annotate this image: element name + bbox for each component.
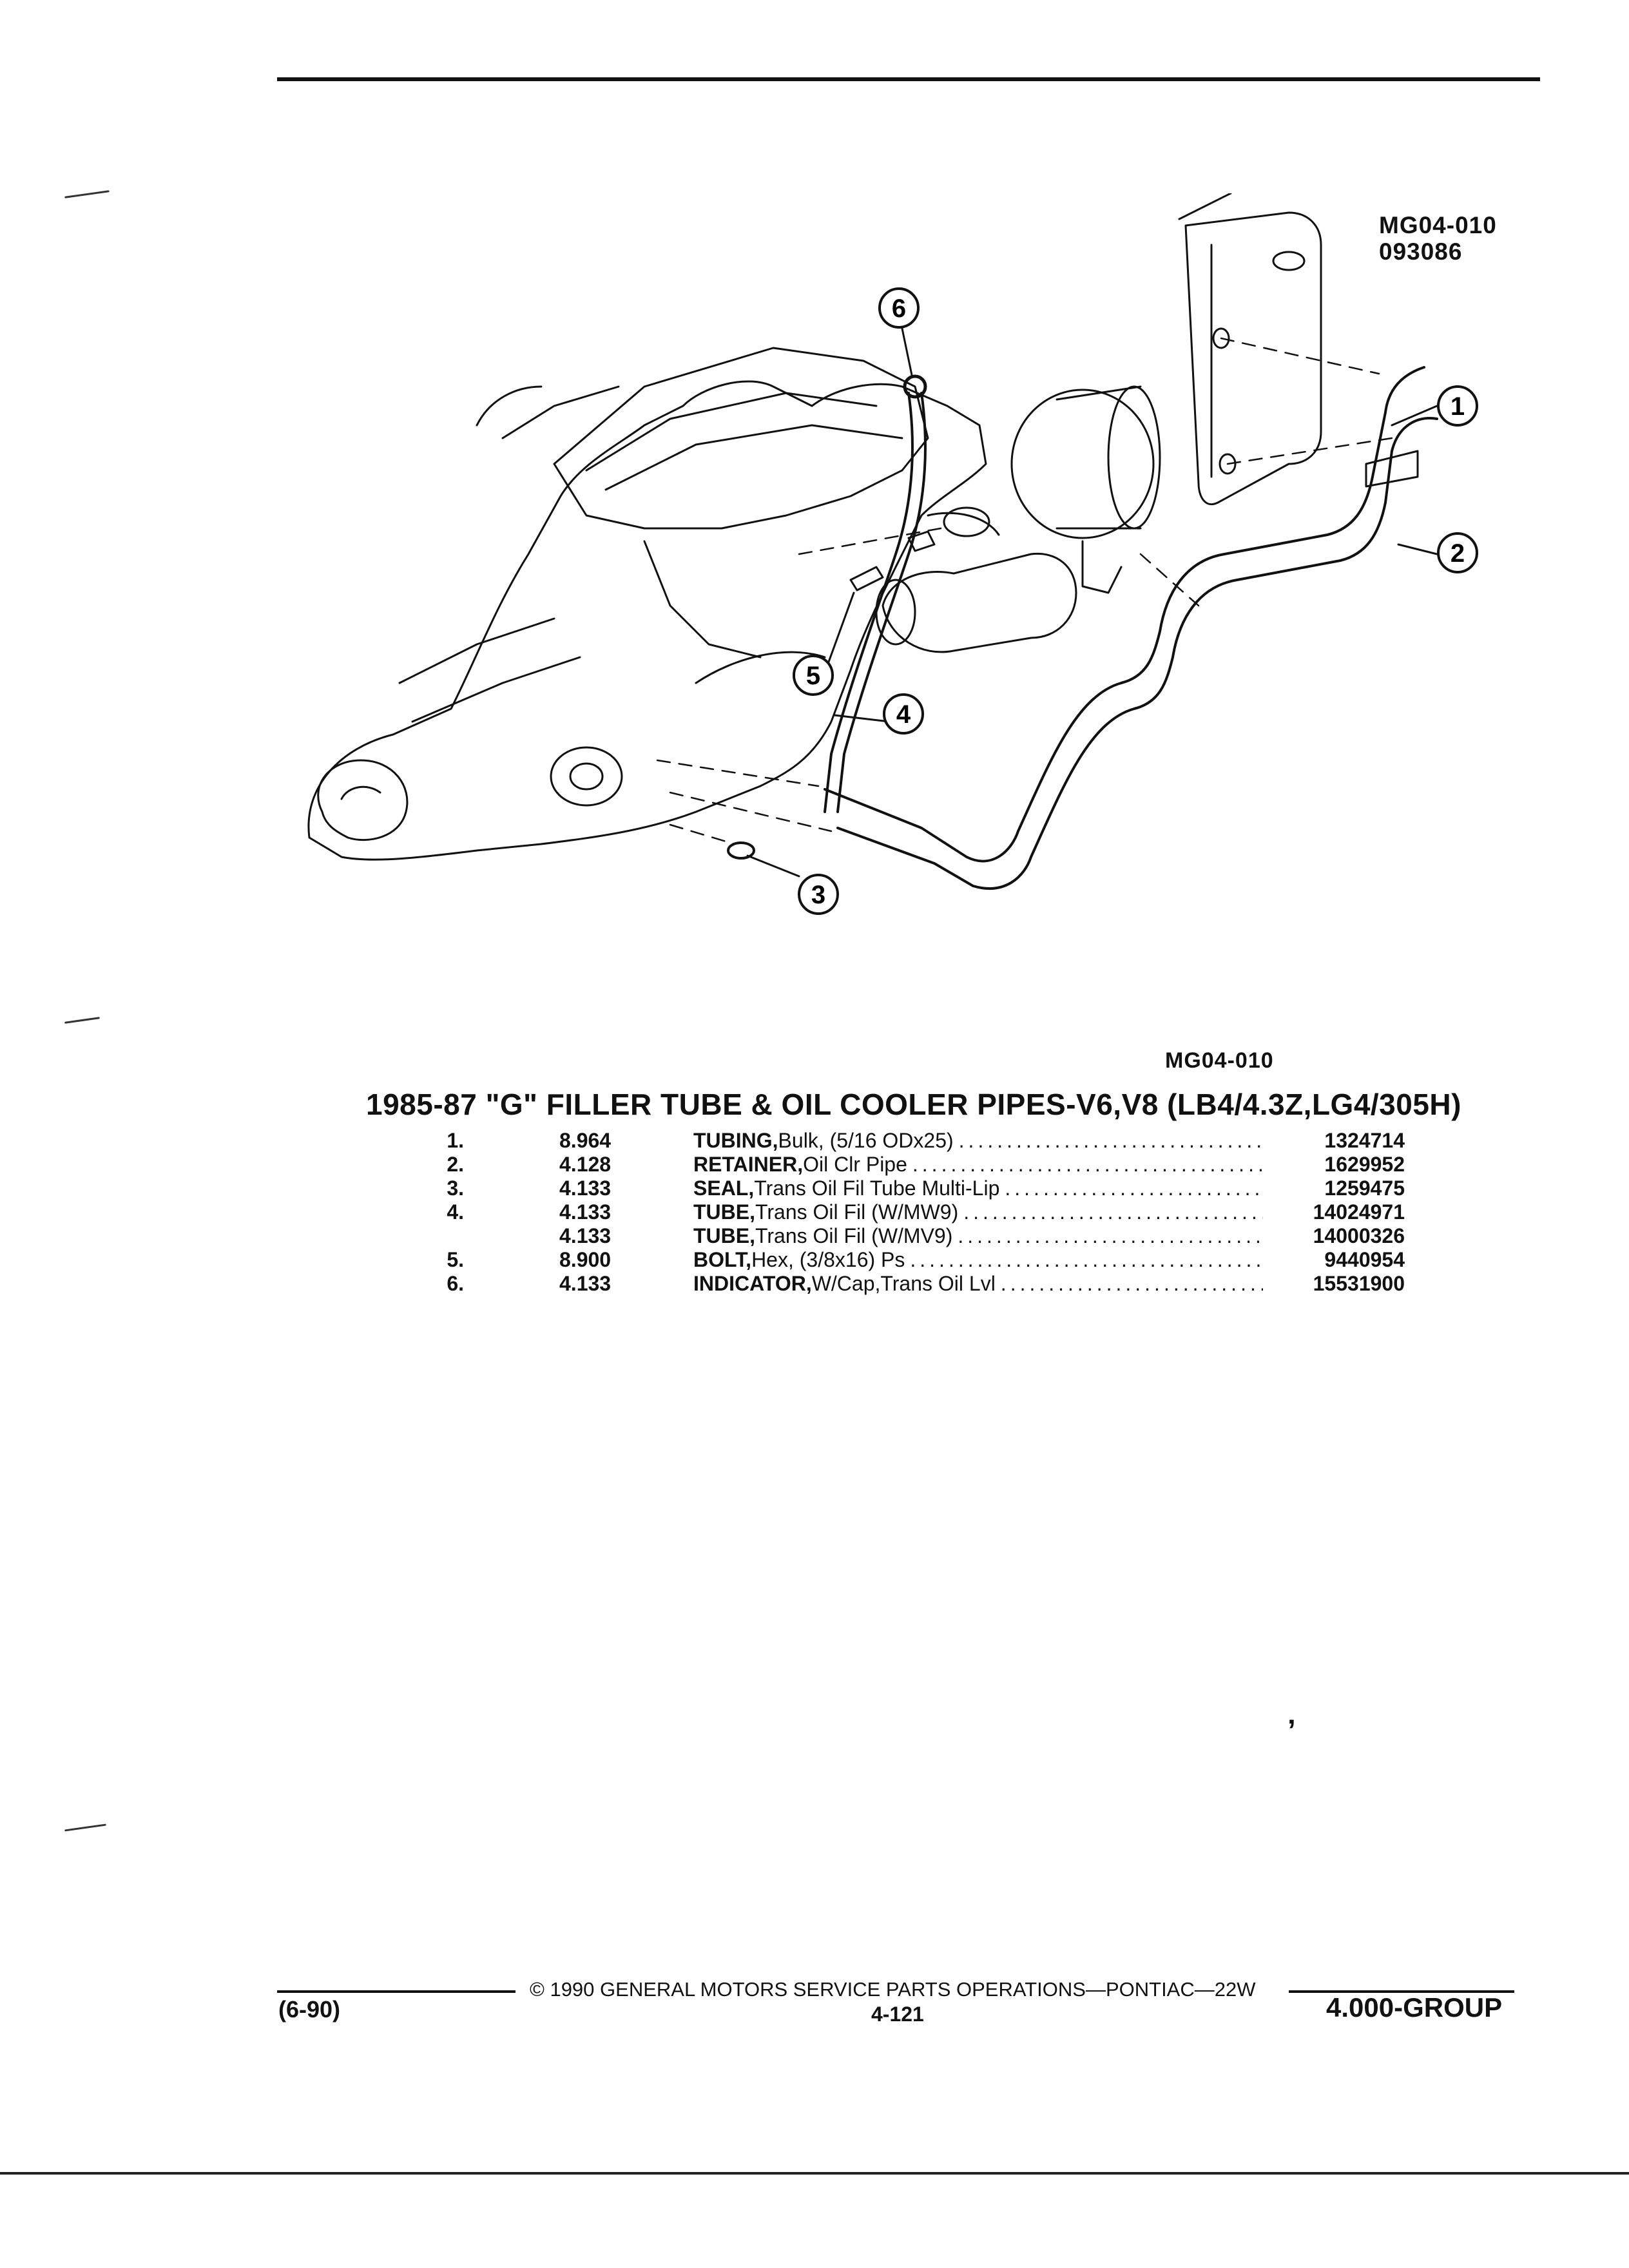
part-number: 1629952 (1324, 1153, 1405, 1176)
part-detail: Bulk, (5/16 ODx25) (778, 1129, 954, 1152)
part-description: SEAL, Trans Oil Fil Tube Multi-Lip......… (680, 1177, 1263, 1200)
scan-mark (64, 1017, 100, 1024)
part-number: 15531900 (1313, 1272, 1405, 1295)
section-title: 1985-87 "G" FILLER TUBE & OIL COOLER PIP… (366, 1088, 1461, 1121)
figure-date-code: 093086 (1379, 238, 1463, 265)
parts-row: 6. 4.133 INDICATOR, W/Cap,Trans Oil Lvl.… (361, 1272, 1405, 1296)
callout-2: 2 (1451, 539, 1465, 568)
part-detail: Trans Oil Fil (W/MW9) (755, 1200, 959, 1224)
item-number: 4. (447, 1200, 464, 1224)
part-description: RETAINER, Oil Clr Pipe..................… (680, 1153, 1263, 1177)
footer-rule-left (277, 1990, 516, 1993)
item-number: 1. (447, 1129, 464, 1152)
parts-row: 2. 4.128 RETAINER, Oil Clr Pipe.........… (361, 1153, 1405, 1177)
dot-leader: ........................................… (963, 1200, 1263, 1224)
part-number: 1259475 (1324, 1177, 1405, 1200)
part-description: INDICATOR, W/Cap,Trans Oil Lvl..........… (680, 1272, 1263, 1296)
seal (727, 841, 755, 860)
dot-leader: ........................................… (1005, 1177, 1263, 1200)
engine-block (553, 347, 929, 530)
part-name: TUBING, (693, 1129, 778, 1152)
scan-mark (64, 190, 110, 198)
dot-leader: ........................................… (958, 1224, 1263, 1247)
radiator-tank (1184, 211, 1322, 506)
callout-4: 4 (896, 700, 911, 729)
starter-motor (882, 552, 1077, 653)
group-number: 8.900 (559, 1248, 612, 1271)
item-number: 5. (447, 1248, 464, 1271)
parts-list: 1. 8.964 TUBING, Bulk, (5/16 ODx25).....… (361, 1129, 1405, 1296)
part-description: BOLT, Hex, (3/8x16) Ps..................… (680, 1248, 1263, 1272)
part-number: 9440954 (1324, 1248, 1405, 1271)
item-number: 3. (447, 1177, 464, 1200)
part-detail: Hex, (3/8x16) Ps (751, 1248, 905, 1271)
alternator (1010, 389, 1155, 539)
filler-tube (824, 392, 914, 813)
part-description: TUBE, Trans Oil Fil (W/MV9).............… (680, 1224, 1263, 1248)
bottom-rule (0, 2172, 1629, 2175)
group-number: 8.964 (559, 1129, 612, 1152)
figure-code-top: MG04-010 (1379, 212, 1497, 238)
part-name: RETAINER, (693, 1153, 804, 1176)
parts-row: 1. 8.964 TUBING, Bulk, (5/16 ODx25).....… (361, 1129, 1405, 1153)
footer-date: (6-90) (278, 1996, 341, 2023)
dot-leader: ........................................… (912, 1153, 1263, 1176)
callout-5: 5 (806, 662, 820, 690)
part-number: 1324714 (1324, 1129, 1405, 1152)
footer-copyright: © 1990 GENERAL MOTORS SERVICE PARTS OPER… (530, 1978, 1256, 2001)
oil-cooler-pipe-upper (824, 366, 1425, 863)
footer-rule-right (1289, 1990, 1514, 1993)
parts-row: 3. 4.133 SEAL, Trans Oil Fil Tube Multi-… (361, 1177, 1405, 1200)
item-number: 6. (447, 1272, 464, 1295)
parts-row: 5. 8.900 BOLT, Hex, (3/8x16) Ps.........… (361, 1248, 1405, 1272)
indicator-handle (903, 374, 927, 399)
transmission-outline (307, 380, 987, 861)
part-name: INDICATOR, (693, 1272, 812, 1295)
top-rule (277, 77, 1540, 81)
dot-leader: ........................................… (910, 1248, 1263, 1271)
group-number: 4.133 (559, 1272, 612, 1295)
transmission-port (550, 746, 623, 807)
group-number: 4.133 (559, 1200, 612, 1224)
part-number: 14024971 (1313, 1200, 1405, 1224)
group-number: 4.133 (559, 1177, 612, 1200)
part-name: TUBE, (693, 1224, 755, 1247)
dot-leader: ........................................… (958, 1129, 1263, 1152)
page-number: 4-121 (871, 2003, 924, 2026)
oil-cooler-pipe-lower (836, 417, 1438, 890)
transmission-bell (317, 759, 409, 841)
parts-row: 4.133 TUBE, Trans Oil Fil (W/MV9).......… (361, 1224, 1405, 1248)
item-number: 2. (447, 1153, 464, 1176)
parts-row: 4. 4.133 TUBE, Trans Oil Fil (W/MW9)....… (361, 1200, 1405, 1224)
part-number: 14000326 (1313, 1224, 1405, 1247)
part-name: TUBE, (693, 1200, 755, 1224)
callout-1: 1 (1451, 392, 1465, 421)
parts-diagram: 6 5 4 3 1 2 (307, 193, 1478, 915)
part-detail: Trans Oil Fil Tube Multi-Lip (754, 1177, 1000, 1200)
callout-markers: 6 5 4 3 1 2 (793, 287, 1478, 915)
callout-3: 3 (811, 881, 825, 909)
part-detail: Trans Oil Fil (W/MV9) (755, 1224, 953, 1247)
callout-6: 6 (892, 294, 906, 323)
part-detail: Oil Clr Pipe (803, 1153, 907, 1176)
scan-mark (64, 1823, 106, 1832)
part-detail: W/Cap,Trans Oil Lvl (811, 1272, 996, 1295)
footer-group: 4.000-GROUP (1326, 1992, 1503, 2023)
group-number: 4.133 (559, 1224, 612, 1247)
part-name: BOLT, (693, 1248, 752, 1271)
part-description: TUBE, Trans Oil Fil (W/MW9).............… (680, 1200, 1263, 1224)
part-description: TUBING, Bulk, (5/16 ODx25)..............… (680, 1129, 1263, 1153)
bolt (849, 566, 884, 591)
group-number: 4.128 (559, 1153, 612, 1176)
figure-code-bottom: MG04-010 (1165, 1048, 1274, 1073)
figure-code: MG04-010 093086 (1379, 212, 1497, 265)
dot-leader: ........................................… (1000, 1272, 1263, 1295)
part-name: SEAL, (693, 1177, 755, 1200)
stray-mark: ’ (1287, 1713, 1296, 1747)
